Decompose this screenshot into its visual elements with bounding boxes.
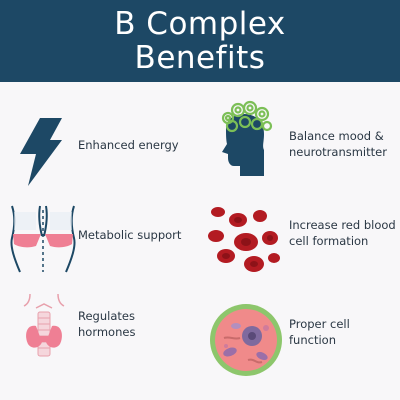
benefits-panel: Enhanced energy Balance mood & neurotran… [0,82,400,400]
benefit-label-metabolic: Metabolic support [78,227,181,243]
benefit-hormones-line1: Regulates [78,309,135,323]
benefit-label-red-blood: Increase red blood cell formation [289,217,396,249]
benefit-hormones-line2: hormones [78,325,136,339]
benefit-label-cell: Proper cell function [289,316,350,348]
cell-icon [208,302,284,378]
red-blood-cells-icon [204,200,284,278]
benefit-cell-line1: Proper cell [289,317,350,331]
benefit-mood-line1: Balance mood & [289,129,384,143]
benefit-energy-line1: Enhanced energy [78,138,179,152]
lightning-icon [18,118,64,186]
thyroid-gland-icon [14,292,74,362]
benefit-label-mood: Balance mood & neurotransmitter [289,128,387,160]
header-banner: B Complex Benefits [0,0,400,82]
benefit-label-hormones: Regulates hormones [78,308,135,340]
benefit-mood-line2: neurotransmitter [289,145,387,159]
head-brain-swirl-icon [212,98,276,180]
page-title-line2: Benefits [134,40,266,76]
benefit-label-energy: Enhanced energy [78,137,179,153]
benefit-red-blood-line2: cell formation [289,234,369,248]
benefit-cell-line2: function [289,333,336,347]
waist-torso-icon [8,202,78,274]
benefit-metabolic-line1: Metabolic support [78,228,182,242]
page-title-line1: B Complex [114,6,286,42]
benefit-red-blood-line1: Increase red blood [289,218,396,232]
